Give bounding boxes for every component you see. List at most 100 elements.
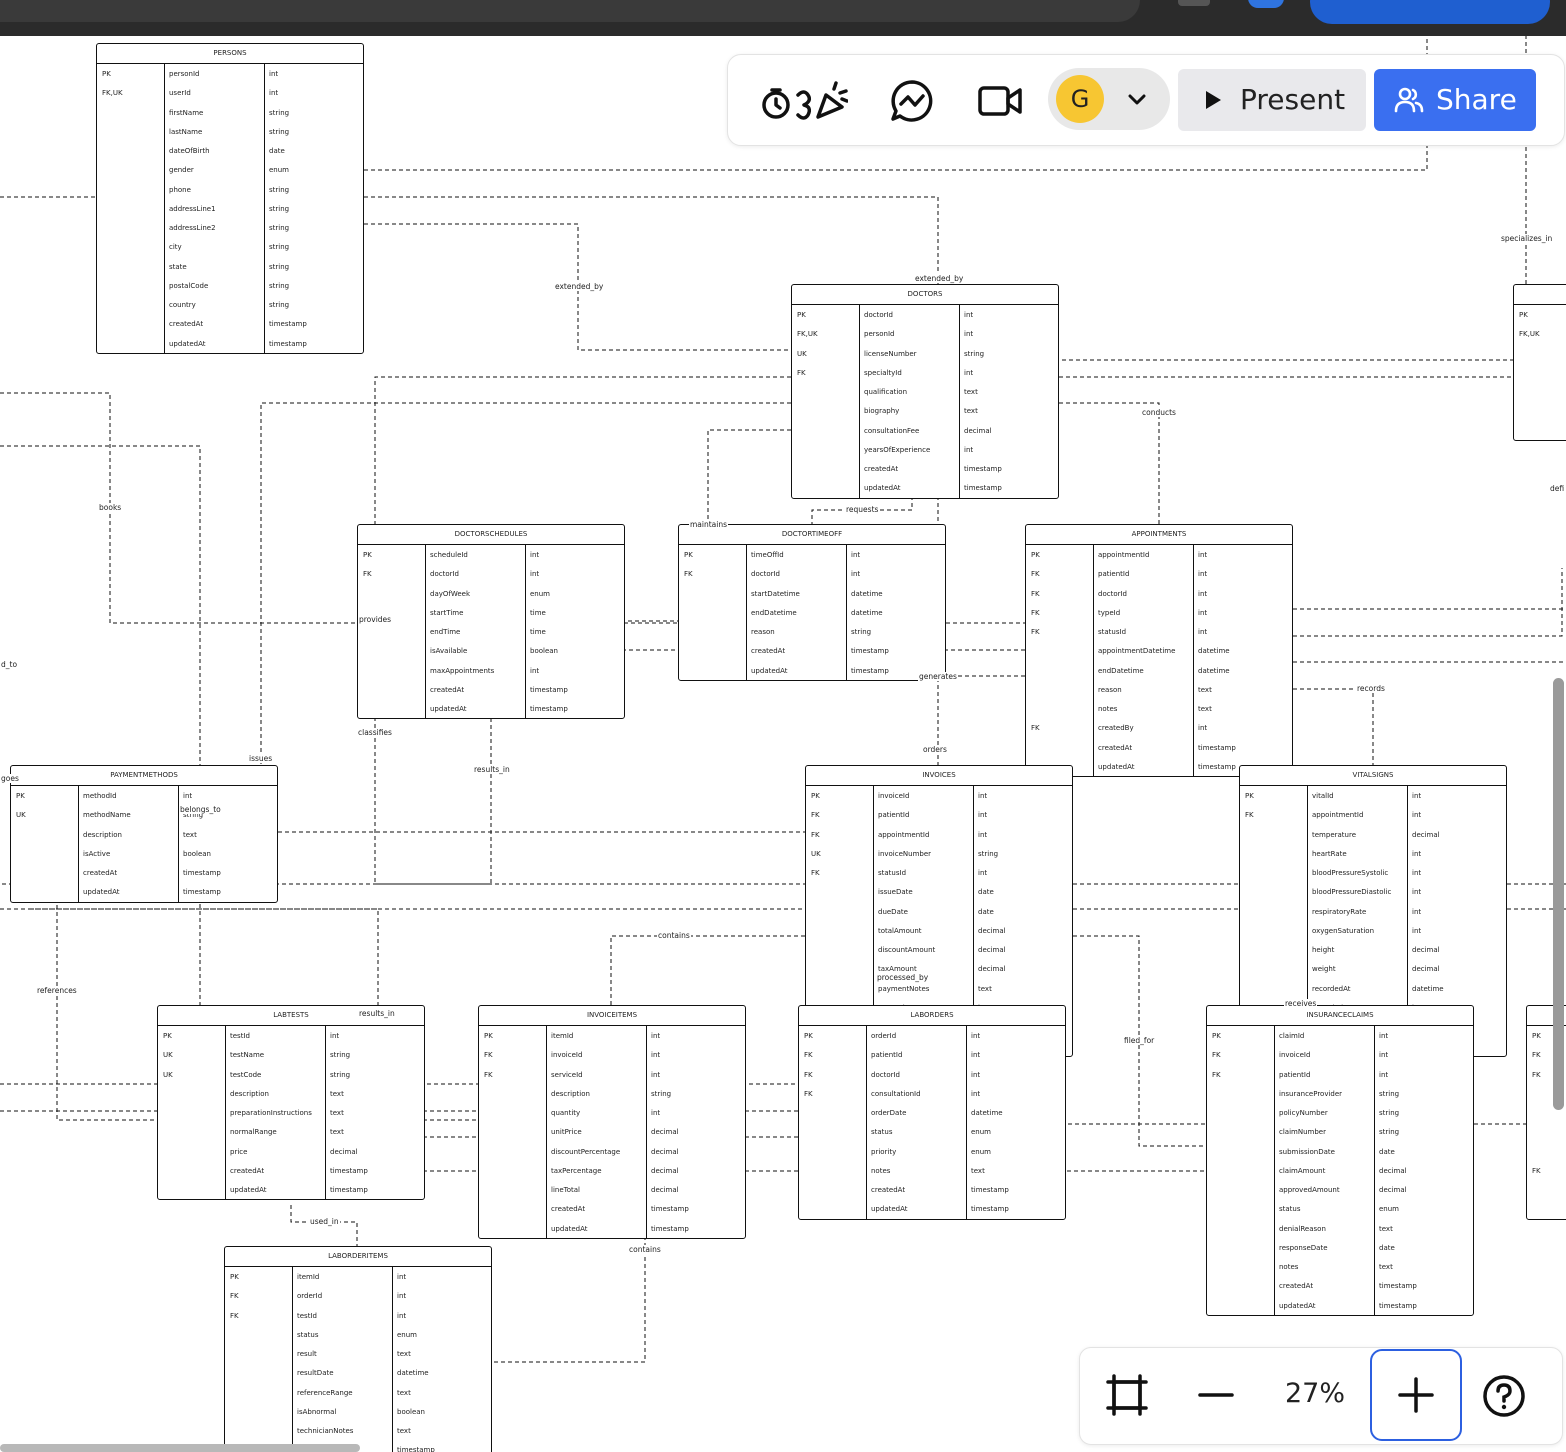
column-divider — [959, 304, 960, 498]
field-type: int — [971, 1070, 981, 1079]
field-name: invoiceId — [878, 792, 910, 800]
field-type: datetime — [1198, 647, 1230, 656]
field-type: string — [978, 849, 999, 858]
browser-action-button[interactable] — [1310, 0, 1550, 24]
field-type: int — [964, 368, 974, 377]
key-cell: FK — [797, 368, 806, 377]
field-type: int — [978, 811, 988, 820]
entity-title: LABTESTS — [158, 1006, 424, 1026]
field-type: enum — [971, 1128, 991, 1137]
entity-row — [1527, 1199, 1566, 1218]
browser-control[interactable] — [1178, 0, 1210, 6]
video-icon[interactable] — [976, 77, 1024, 125]
relation-label: extended_by — [554, 282, 605, 291]
help-icon[interactable] — [1482, 1374, 1526, 1418]
field-type: timestamp — [651, 1205, 689, 1214]
column-divider — [264, 63, 265, 353]
vertical-scrollbar[interactable] — [1553, 678, 1564, 1110]
field-type: timestamp — [651, 1224, 689, 1233]
entity-row — [1514, 421, 1566, 440]
field-type: decimal — [964, 426, 992, 435]
field-name: createdAt — [751, 647, 786, 656]
column-divider — [1307, 785, 1308, 1056]
field-name: invoiceId — [1279, 1051, 1311, 1060]
avatar[interactable]: G — [1056, 75, 1104, 123]
present-button[interactable]: Present — [1178, 69, 1366, 131]
entity-row: FK — [1527, 1161, 1566, 1180]
field-name: appointmentId — [1098, 551, 1150, 559]
chevron-down-icon[interactable] — [1124, 86, 1150, 112]
field-type: text — [978, 984, 992, 993]
field-type: timestamp — [183, 869, 221, 877]
field-type: decimal — [978, 926, 1006, 935]
column-divider — [746, 544, 747, 680]
chat-icon[interactable] — [888, 77, 936, 125]
field-type: enum — [269, 166, 289, 175]
field-type: string — [851, 628, 872, 636]
field-name: appointmentDatetime — [1098, 647, 1176, 656]
key-cell: FK — [484, 1051, 493, 1060]
collaborators-menu[interactable]: G — [1048, 68, 1170, 130]
play-icon — [1206, 91, 1221, 109]
horizontal-scrollbar[interactable] — [0, 1444, 360, 1452]
key-cell: PK — [797, 311, 806, 319]
field-name: endTime — [430, 628, 461, 636]
zoom-in-button[interactable] — [1370, 1349, 1462, 1441]
entity-row — [1514, 382, 1566, 401]
fit-frame-icon[interactable] — [1106, 1374, 1148, 1416]
key-cell: FK — [363, 570, 372, 579]
field-type: decimal — [651, 1186, 679, 1194]
field-name: recordedAt — [1312, 984, 1351, 993]
field-type: string — [269, 262, 290, 271]
field-type: timestamp — [330, 1166, 368, 1175]
zoom-out-icon[interactable] — [1198, 1384, 1234, 1406]
field-type: string — [269, 185, 290, 194]
reactions-icon[interactable] — [758, 77, 848, 125]
share-button[interactable]: Share — [1374, 69, 1536, 131]
field-type: int — [1198, 570, 1208, 579]
profile-indicator[interactable] — [1248, 0, 1284, 8]
relation-line — [1059, 402, 1160, 524]
field-name: lineTotal — [551, 1186, 580, 1194]
field-type: time — [530, 608, 546, 617]
entity-row: FK,UK — [1514, 324, 1566, 343]
